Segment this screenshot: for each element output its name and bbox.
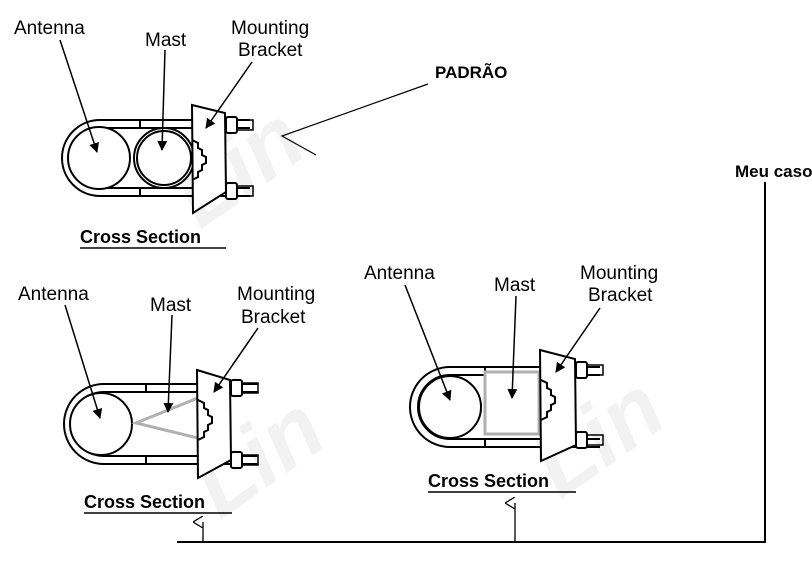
- bracket-label: Bracket: [241, 307, 306, 328]
- cross-section-label: Cross Section: [84, 492, 205, 512]
- standard-label: PADRÃO: [435, 62, 507, 82]
- mounting-bracket: [195, 368, 233, 480]
- antenna-label: Antenna: [18, 284, 89, 305]
- mast-cross-section: [131, 395, 208, 443]
- my-case-connector: [177, 182, 766, 543]
- mast-label: Mast: [145, 30, 187, 51]
- my-case-label: Meu caso: [735, 162, 812, 181]
- antenna-cross-section: [418, 375, 482, 439]
- mast-cross-section: [133, 127, 195, 189]
- cross-section-label: Cross Section: [428, 471, 549, 491]
- right-diagram: [404, 284, 604, 493]
- bracket-label: Bracket: [238, 40, 303, 61]
- antenna-label: Antenna: [364, 263, 435, 284]
- antenna-cross-section: [69, 392, 133, 456]
- mast-label: Mast: [494, 275, 536, 296]
- bracket-label: Bracket: [588, 285, 653, 306]
- mounting-label: Mounting: [237, 284, 315, 305]
- antenna-cross-section: [67, 126, 131, 190]
- standard-pointer: [280, 83, 429, 156]
- antenna-label: Antenna: [14, 18, 85, 39]
- mounting-label: Mounting: [580, 263, 658, 284]
- mounting-label: Mounting: [231, 18, 309, 39]
- mounting-bracket: [538, 348, 578, 463]
- top-diagram: [59, 39, 254, 249]
- cross-section-label: Cross Section: [80, 227, 201, 247]
- left-diagram: [63, 304, 259, 514]
- mounting-bracket: [190, 103, 228, 215]
- mast-label: Mast: [150, 295, 192, 316]
